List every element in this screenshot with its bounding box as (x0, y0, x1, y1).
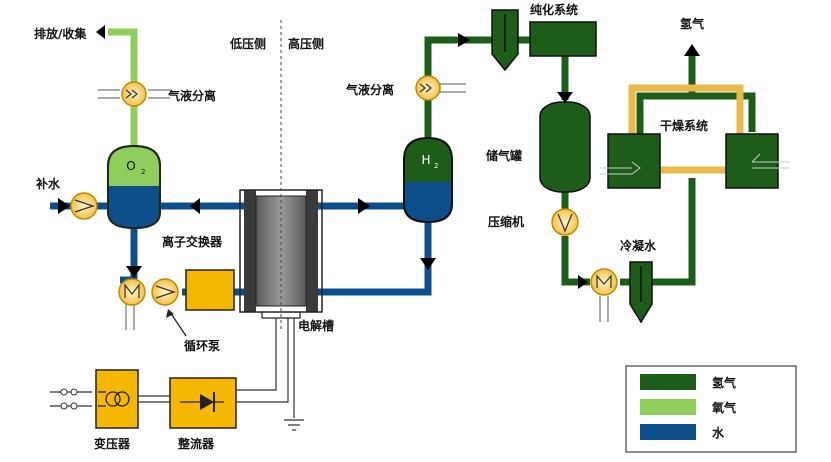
drying-tower-left (600, 133, 661, 189)
gas-liquid-separator-left (98, 81, 170, 107)
transformer-icon (98, 391, 130, 407)
water-pipes (50, 202, 432, 296)
label-drying-system: 干燥系统 (660, 118, 708, 133)
circulation-pump (151, 278, 179, 306)
transformer-box (95, 369, 139, 429)
drying-tower-right (725, 133, 790, 189)
legend-swatch (640, 374, 696, 390)
label-rectifier: 整流器 (177, 436, 215, 451)
label-low-pressure-side: 低压侧 (229, 36, 266, 51)
ion-exchanger-box (185, 269, 235, 311)
cyclone-separator (491, 9, 519, 72)
label-purification: 纯化系统 (530, 2, 578, 17)
purification-system-box (529, 21, 597, 57)
oxygen-separator-tank: O 2 (107, 144, 161, 230)
label-ion-exchanger: 离子交换器 (162, 234, 223, 249)
gas-liquid-separator-right (415, 75, 466, 101)
o2-tank-label: O (126, 159, 135, 173)
legend-swatch (640, 399, 696, 415)
h2-tank-subscript: 2 (434, 162, 438, 170)
legend-label: 水 (712, 425, 725, 440)
label-hydrogen-out: 氢气 (680, 16, 704, 31)
o2-tank-subscript: 2 (141, 168, 145, 176)
oxygen-pipes (108, 28, 138, 150)
label-vent: 排放/收集 (34, 26, 87, 41)
label-gas-liquid-sep-left: 气液分离 (167, 88, 216, 103)
ground-symbol (284, 419, 304, 431)
condensing-pump (590, 268, 618, 322)
switch-contacts-icon (60, 388, 78, 410)
label-storage-tank: 储气罐 (486, 148, 522, 163)
flow-arrows (58, 25, 700, 299)
legend-label: 氧气 (711, 400, 736, 415)
drying-loop (628, 84, 744, 174)
label-circulation-pump: 循环泵 (184, 338, 220, 353)
label-cooling-water: 冷凝水 (620, 238, 657, 253)
compressor (551, 208, 579, 236)
storage-tank (539, 101, 591, 193)
hydrogen-separator-tank: H 2 (403, 136, 453, 224)
diode-icon (180, 392, 224, 412)
pump-pointer-arrow (166, 309, 187, 337)
label-transformer: 变压器 (94, 436, 131, 451)
legend-swatch (640, 424, 696, 440)
label-makeup-water: 补水 (35, 176, 61, 191)
label-gas-liquid-sep-right: 气液分离 (345, 82, 394, 97)
label-compressor: 压缩机 (488, 214, 524, 229)
makeup-water-pump (70, 192, 98, 220)
label-high-pressure-side: 高压侧 (288, 36, 324, 51)
condenser (629, 261, 653, 324)
legend-label: 氢气 (712, 375, 736, 390)
electrical-wiring (50, 318, 295, 418)
h2-tank-label: H (421, 153, 430, 167)
circulation-pump-motor (118, 278, 146, 330)
label-electrolyzer: 电解槽 (298, 318, 334, 333)
